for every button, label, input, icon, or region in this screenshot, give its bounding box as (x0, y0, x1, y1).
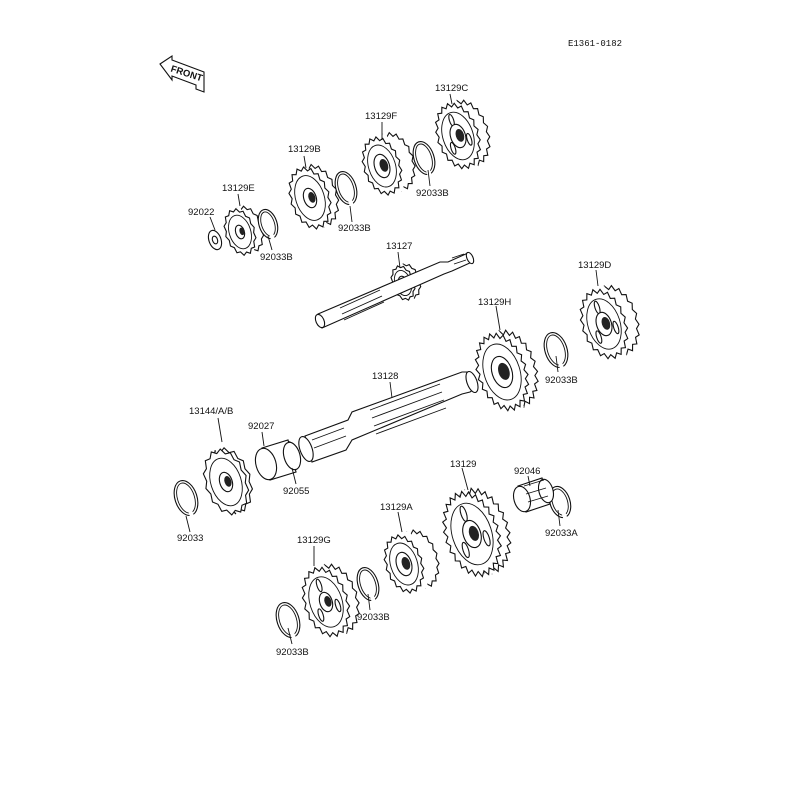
gear-13129C (434, 99, 491, 170)
label-13129H: 13129H (478, 297, 511, 308)
label-13129D: 13129D (578, 260, 611, 271)
label-13129E: 13129E (222, 183, 255, 194)
label-13129G: 13129G (297, 535, 331, 546)
label-13129C: 13129C (435, 83, 468, 94)
label-92022: 92022 (188, 207, 214, 218)
circlip-92033A (548, 485, 572, 519)
needle-bearing-92046 (512, 477, 555, 513)
leader-lines (185, 93, 599, 645)
shaft-13127 (314, 251, 475, 329)
circlip-92033B-5 (356, 566, 380, 602)
label-92033B-5: 92033B (357, 612, 390, 623)
label-92027: 92027 (248, 421, 274, 432)
collar-92027 (254, 439, 302, 481)
gear-13129D (579, 284, 640, 360)
part-labels: 92022 13129E 92033B 13129B 92033B 13129F… (177, 83, 611, 658)
label-13129A: 13129A (380, 502, 413, 513)
label-13129F: 13129F (365, 111, 397, 122)
label-92033B-6: 92033B (276, 647, 309, 658)
gear-13129A (383, 529, 440, 594)
label-13144: 13144/A/B (189, 406, 233, 417)
label-13129B: 13129B (288, 144, 321, 155)
shaft-13128 (298, 370, 479, 463)
gear-13129E (223, 205, 265, 257)
gear-13129F (361, 131, 416, 196)
label-92033A: 92033A (545, 528, 578, 539)
label-92033B-1: 92033B (260, 252, 293, 263)
front-arrow: FRONT (159, 54, 205, 93)
label-92033B-2: 92033B (338, 223, 371, 234)
circlip-92033B-6 (275, 601, 301, 639)
circlip-92033 (173, 479, 199, 517)
gear-13129 (441, 487, 512, 578)
label-92033B-3: 92033B (416, 188, 449, 199)
reference-code: E1361-0182 (568, 39, 622, 49)
label-92055: 92055 (283, 486, 309, 497)
label-13127: 13127 (386, 241, 412, 252)
label-92033: 92033 (177, 533, 203, 544)
circlip-92033B-1 (257, 208, 279, 240)
sprocket-13144 (202, 447, 254, 516)
label-92046: 92046 (514, 466, 540, 477)
gear-13129B (288, 163, 340, 230)
circlip-92033B-4 (543, 331, 569, 369)
label-13129: 13129 (450, 459, 476, 470)
gear-13129H (474, 329, 539, 412)
circlip-92033B-3 (412, 140, 436, 176)
label-13128: 13128 (372, 371, 398, 382)
gear-13129G (301, 563, 360, 638)
washer-92022 (207, 229, 223, 251)
label-92033B-4: 92033B (545, 375, 578, 386)
circlip-92033B-2 (334, 170, 358, 206)
